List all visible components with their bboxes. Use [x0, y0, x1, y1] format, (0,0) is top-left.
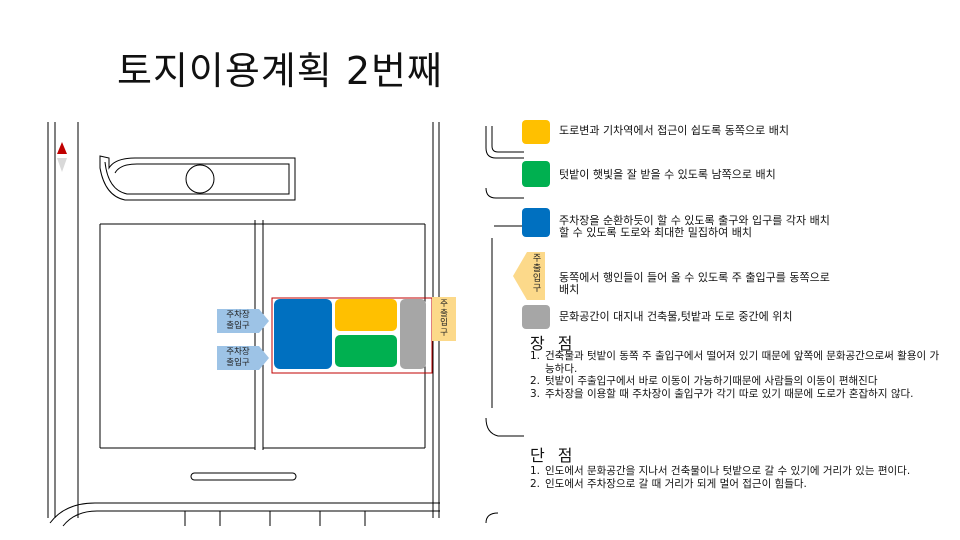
list-item: 3.주차장을 이용할 때 주차장이 출입구가 각기 따로 있기 때문에 도로가 … [530, 387, 914, 400]
legend-swatch [522, 305, 550, 329]
list-item: 2.인도에서 주차장으로 갈 때 거리가 되게 멀어 접근이 힘들다. [530, 477, 807, 490]
building-zone [335, 299, 397, 331]
legend-swatch [522, 120, 550, 144]
legend-main-gate-badge: 주출입구 [513, 250, 553, 302]
parking-gate-label: 주차장 출입구 [226, 347, 250, 368]
legend-text: 텃밭이 햇빛을 잘 받을 수 있도록 남쪽으로 배치 [559, 168, 776, 181]
garden-zone [335, 335, 397, 367]
list-item: 2.텃밭이 주출입구에서 바로 이동이 가능하기때문에 사람들의 이동이 편해진… [530, 375, 878, 387]
legend-text: 문화공간이 대지내 건축물,텃밭과 도로 중간에 위치 [559, 310, 793, 323]
main-gate-label: 주출입구 [440, 299, 448, 338]
site-map-drawing [47, 122, 440, 527]
site-map [45, 118, 440, 532]
north-arrow-icon [57, 142, 67, 172]
parking-gate-label: 주차장 출입구 [226, 310, 250, 331]
legend-swatch [522, 208, 550, 237]
list-item: 1.인도에서 문화공간을 지나서 건축물이나 텃밭으로 갈 수 있기에 거리가 … [530, 465, 911, 477]
legend-badge-label: 주출입구 [532, 254, 542, 294]
disadvantages-heading: 단 점 [530, 446, 577, 465]
legend-item-culture: 문화공간이 대지내 건축물,텃밭과 도로 중간에 위치 [522, 305, 793, 329]
advantages-heading: 장 점 [530, 334, 577, 353]
list-item: 1.건축물과 텃밭이 동쪽 주 출입구에서 떨어져 있기 때문에 앞쪽에 문화공… [530, 350, 940, 375]
legend-item-building: 도로변과 기차역에서 접근이 쉽도록 동쪽으로 배치 [522, 120, 789, 144]
legend-item-main-gate: 동쪽에서 행인들이 들어 올 수 있도록 주 출입구를 동쪽으로 배치 [549, 272, 830, 296]
parking-zone [274, 299, 332, 369]
culture-space-zone [400, 299, 426, 369]
right-road-lines [485, 126, 524, 524]
right-arrow-icon [217, 309, 269, 333]
disadvantages-list: 1.인도에서 문화공간을 지나서 건축물이나 텃밭으로 갈 수 있기에 거리가 … [530, 465, 940, 490]
legend-item-parking: 주차장을 순환하듯이 할 수 있도록 출구와 입구를 각자 배치 할 수 있도록… [522, 208, 830, 239]
page-title: 토지이용계획 2번째 [117, 49, 443, 93]
legend-item-garden: 텃밭이 햇빛을 잘 받을 수 있도록 남쪽으로 배치 [522, 161, 776, 187]
legend-text: 도로변과 기차역에서 접근이 쉽도록 동쪽으로 배치 [559, 124, 790, 137]
right-arrow-icon [217, 346, 269, 370]
advantages-list: 1.건축물과 텃밭이 동쪽 주 출입구에서 떨어져 있기 때문에 앞쪽에 문화공… [530, 350, 940, 400]
parking-gate-upper: 주차장 출입구 [217, 309, 269, 333]
parking-gate-lower: 주차장 출입구 [217, 346, 269, 370]
legend-text: 동쪽에서 행인들이 들어 올 수 있도록 주 출입구를 동쪽으로 배치 [559, 271, 830, 296]
main-gate-east: 주출입구 [432, 297, 456, 341]
legend-text: 주차장을 순환하듯이 할 수 있도록 출구와 입구를 각자 배치 할 수 있도록… [559, 214, 830, 239]
legend-swatch [522, 161, 550, 187]
left-arrow-icon [513, 252, 545, 300]
